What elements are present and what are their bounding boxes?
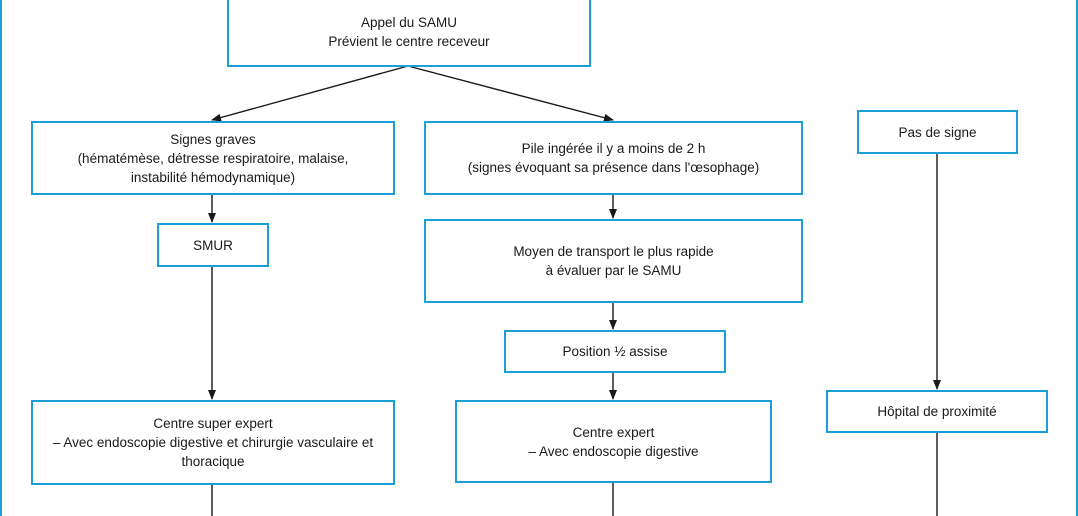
node-smur: SMUR (157, 223, 269, 267)
arrow-samu-to-signes-graves (211, 65, 409, 122)
node-text-line: – Avec endoscopie digestive et chirurgie… (52, 435, 374, 450)
node-position-demi-assise: Position ½ assise (504, 330, 726, 373)
node-text-line: SMUR (193, 237, 233, 253)
node-text-line: (hématémèse, détresse respiratoire, mala… (77, 150, 349, 166)
node-hopital-de-proximite: Hôpital de proximité (826, 390, 1048, 433)
node-text-line: thoracique (181, 454, 245, 469)
node-pile-ingeree: Pile ingérée il y a moins de 2 h (signes… (424, 121, 803, 195)
node-centre-expert: Centre expert – Avec endoscopie digestiv… (455, 400, 772, 483)
arrow-samu-to-pile (407, 65, 614, 122)
node-text-line: (signes évoquant sa présence dans l'œsop… (467, 160, 760, 175)
node-text-line: instabilité hémodynamique) (130, 169, 296, 185)
node-text-line: Hôpital de proximité (877, 404, 997, 419)
node-text-line: Centre super expert (153, 416, 273, 431)
node-text-line: – Avec endoscopie digestive (528, 443, 699, 459)
node-appel-samu: Appel du SAMU Prévient le centre receveu… (227, 0, 591, 67)
node-text-line: Pas de signe (898, 124, 977, 140)
node-pas-de-signe: Pas de signe (857, 110, 1018, 154)
node-text-line: Prévient le centre receveur (328, 33, 490, 49)
node-signes-graves: Signes graves (hématémèse, détresse resp… (31, 121, 395, 195)
node-text-line: Centre expert (572, 424, 655, 440)
node-text-line: Signes graves (170, 131, 256, 147)
node-moyen-de-transport: Moyen de transport le plus rapide à éval… (424, 219, 803, 303)
node-text-line: Pile ingérée il y a moins de 2 h (521, 141, 706, 156)
node-centre-super-expert: Centre super expert – Avec endoscopie di… (31, 400, 395, 485)
node-text-line: Appel du SAMU (360, 14, 458, 30)
node-text-line: Position ½ assise (562, 344, 668, 359)
node-text-line: Moyen de transport le plus rapide (513, 244, 714, 259)
node-text-line: à évaluer par le SAMU (545, 263, 682, 278)
